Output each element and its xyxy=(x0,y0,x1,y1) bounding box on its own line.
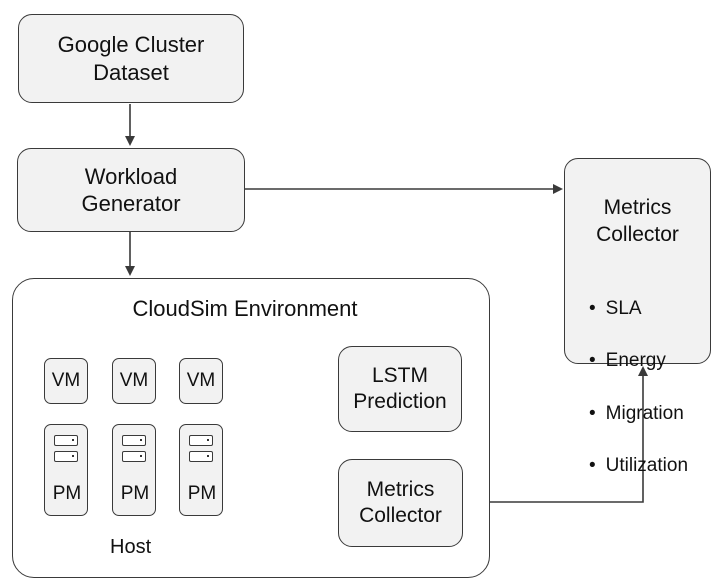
vm-1: VM xyxy=(44,358,88,404)
cloudsim-environment-title: CloudSim Environment xyxy=(132,296,358,321)
metric-sla: SLA xyxy=(589,297,688,321)
google-cluster-dataset-box: Google Cluster Dataset xyxy=(18,14,244,103)
pm-label: PM xyxy=(120,483,150,504)
server-drive-icon xyxy=(54,451,78,462)
server-drive-icon xyxy=(189,451,213,462)
vm-2: VM xyxy=(112,358,156,404)
pm-2: PM xyxy=(112,424,156,516)
metric-migration: Migration xyxy=(589,402,688,426)
server-drive-icon xyxy=(122,435,146,446)
metrics-collector-box: Metrics Collector SLA Energy Migration U… xyxy=(564,158,711,476)
host-label: Host xyxy=(110,536,152,558)
server-drive-icon xyxy=(189,435,213,446)
metrics-collector-title: Metrics Collector xyxy=(596,196,679,246)
pm-label: PM xyxy=(52,483,82,504)
metric-energy: Energy xyxy=(589,349,688,373)
server-drive-icon xyxy=(54,435,78,446)
metric-utilization: Utilization xyxy=(589,454,688,478)
pm-label: PM xyxy=(187,483,217,504)
pm-3: PM xyxy=(179,424,223,516)
metrics-list: SLA Energy Migration Utilization xyxy=(587,273,688,507)
vm-3: VM xyxy=(179,358,223,404)
pm-1: PM xyxy=(44,424,88,516)
server-drive-icon xyxy=(122,451,146,462)
workload-generator-box: Workload Generator xyxy=(17,148,245,232)
lstm-prediction-box: LSTM Prediction xyxy=(338,346,462,432)
inner-metrics-collector-box: Metrics Collector xyxy=(338,459,463,547)
